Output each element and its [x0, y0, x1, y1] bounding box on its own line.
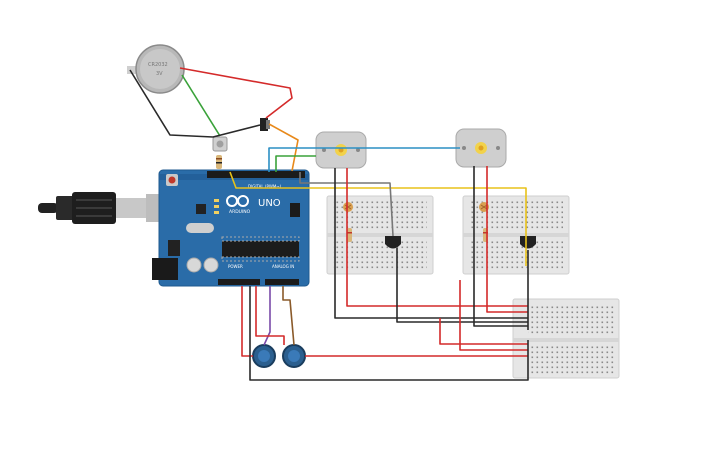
photoresistor-left [343, 202, 353, 212]
wire-purple-pot [263, 286, 271, 346]
wire-green-battery [181, 74, 221, 137]
resistor-1 [216, 155, 222, 169]
wire-red-power-2 [459, 280, 528, 351]
atmega-chip [222, 241, 299, 257]
wire-red-motor-right [486, 166, 528, 313]
wire-blue [268, 147, 460, 172]
resistor-2 [347, 228, 352, 242]
battery-marking-2: 3V [156, 71, 163, 77]
wire-red-pot-left [241, 286, 253, 357]
slide-switch[interactable] [260, 118, 270, 131]
arduino-logo-text: ARDUINO [229, 209, 251, 215]
dc-motor-right [455, 128, 507, 168]
wires [129, 67, 529, 381]
wire-black-transistor-left [396, 248, 528, 323]
wire-orange-switch [268, 123, 299, 172]
wire-red-battery [179, 67, 293, 119]
breadboard-bottom [512, 298, 620, 379]
coin-cell-battery: CR2032 3V [127, 44, 185, 94]
breadboard-right [462, 195, 570, 275]
dc-motor-left [315, 131, 367, 169]
battery-marking-1: CR2032 [148, 62, 168, 68]
wire-black-motor-left [334, 168, 528, 319]
wire-black-pot [249, 286, 529, 381]
power-header-label: POWER [228, 264, 243, 269]
wire-brown-pot [282, 286, 295, 346]
wire-black-motor-right [473, 166, 528, 327]
wire-red-pot-2 [255, 286, 285, 345]
wire-red-power-1 [439, 318, 528, 345]
transistor-right [520, 236, 536, 249]
transistor-left [385, 236, 401, 249]
wire-green-motor [275, 155, 316, 172]
usb-cable [38, 192, 160, 224]
digital-header-label: DIGITAL (PWM~) [248, 184, 282, 189]
arduino-brand-label: UNO [258, 198, 281, 209]
wire-gray [299, 172, 394, 237]
wire-red-motor-left [346, 168, 528, 307]
wire-black-battery [129, 69, 261, 138]
push-button[interactable] [212, 136, 228, 152]
potentiometer-left[interactable] [252, 344, 276, 368]
analog-header-label: ANALOG IN [272, 264, 294, 269]
potentiometer-right[interactable] [282, 344, 306, 368]
arduino-logo-icon [226, 195, 249, 207]
arduino-uno-board: ARDUINO UNO DIGITAL (PWM~) POWER ANALOG … [152, 169, 310, 287]
breadboard-left [326, 195, 434, 275]
wire-yellow [229, 171, 527, 266]
power-jack [152, 258, 178, 280]
